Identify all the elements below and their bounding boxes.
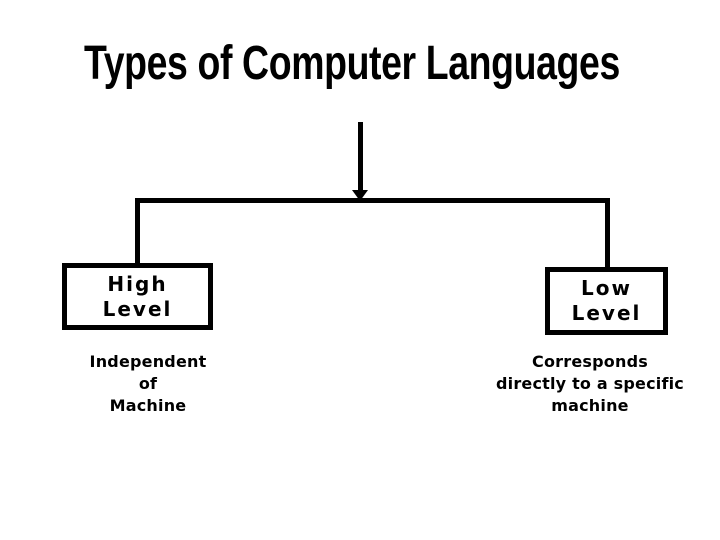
high-level-description-line2: of <box>138 374 158 393</box>
down-arrow-icon <box>352 190 368 201</box>
left-branch-connector-line <box>135 198 140 266</box>
high-level-description-line3: Machine <box>109 396 187 415</box>
down-arrow-shaft <box>358 122 363 192</box>
low-level-description-line3: machine <box>551 396 629 415</box>
low-level-box-label-line1: Low <box>581 276 632 300</box>
high-level-description: Independent of Machine <box>63 351 233 417</box>
low-level-box: Low Level <box>545 267 668 335</box>
high-level-description-line1: Independent <box>89 352 207 371</box>
low-level-description: Corresponds directly to a specific machi… <box>488 351 692 417</box>
low-level-box-label-line2: Level <box>571 301 642 325</box>
high-level-box: High Level <box>62 263 213 330</box>
low-level-description-line2: directly to a specific <box>495 374 684 393</box>
low-level-description-line1: Corresponds <box>532 352 648 371</box>
high-level-box-label-line1: High <box>107 271 168 296</box>
branch-horizontal-line <box>135 198 610 203</box>
high-level-box-label-line2: Level <box>102 296 173 321</box>
slide-title: Types of Computer Languages <box>84 40 620 88</box>
slide-title-text: Types of Computer Languages <box>84 37 620 90</box>
right-branch-connector-line <box>605 198 610 270</box>
